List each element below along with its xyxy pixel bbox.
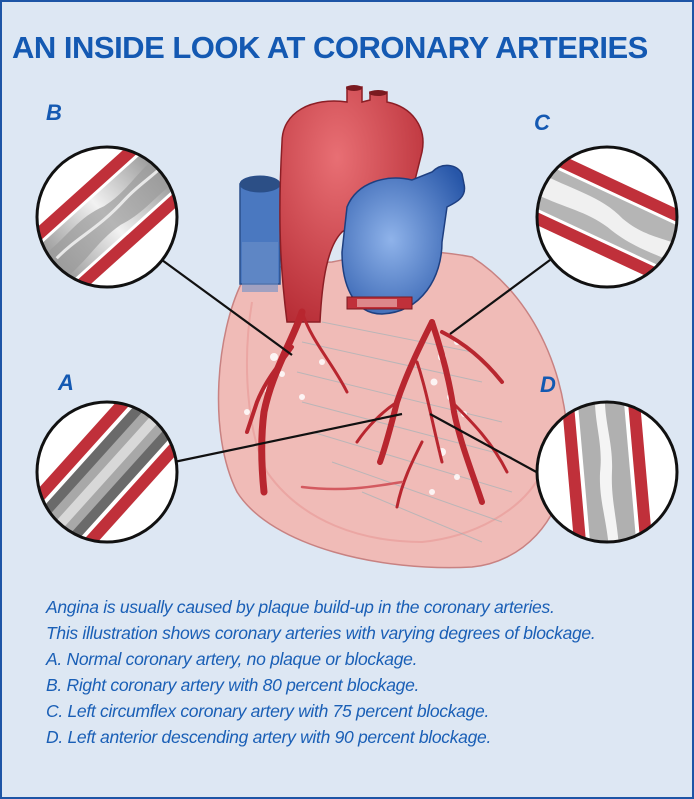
label-a: A — [58, 370, 74, 396]
caption-line-c: C. Left circumflex coronary artery with … — [46, 698, 686, 724]
caption-line-b: B. Right coronary artery with 80 percent… — [46, 672, 686, 698]
inset-b-artery-cross-section — [15, 128, 199, 306]
caption: Angina is usually caused by plaque build… — [46, 594, 686, 750]
label-c: C — [534, 110, 550, 136]
caption-line-d: D. Left anterior descending artery with … — [46, 724, 686, 750]
caption-line-description: This illustration shows coronary arterie… — [46, 620, 686, 646]
label-d: D — [540, 372, 556, 398]
label-b: B — [46, 100, 62, 126]
inset-a-artery-cross-section — [17, 379, 198, 566]
caption-line-a: A. Normal coronary artery, no plaque or … — [46, 646, 686, 672]
caption-line-intro: Angina is usually caused by plaque build… — [46, 594, 686, 620]
superior-vena-cava — [240, 176, 280, 292]
